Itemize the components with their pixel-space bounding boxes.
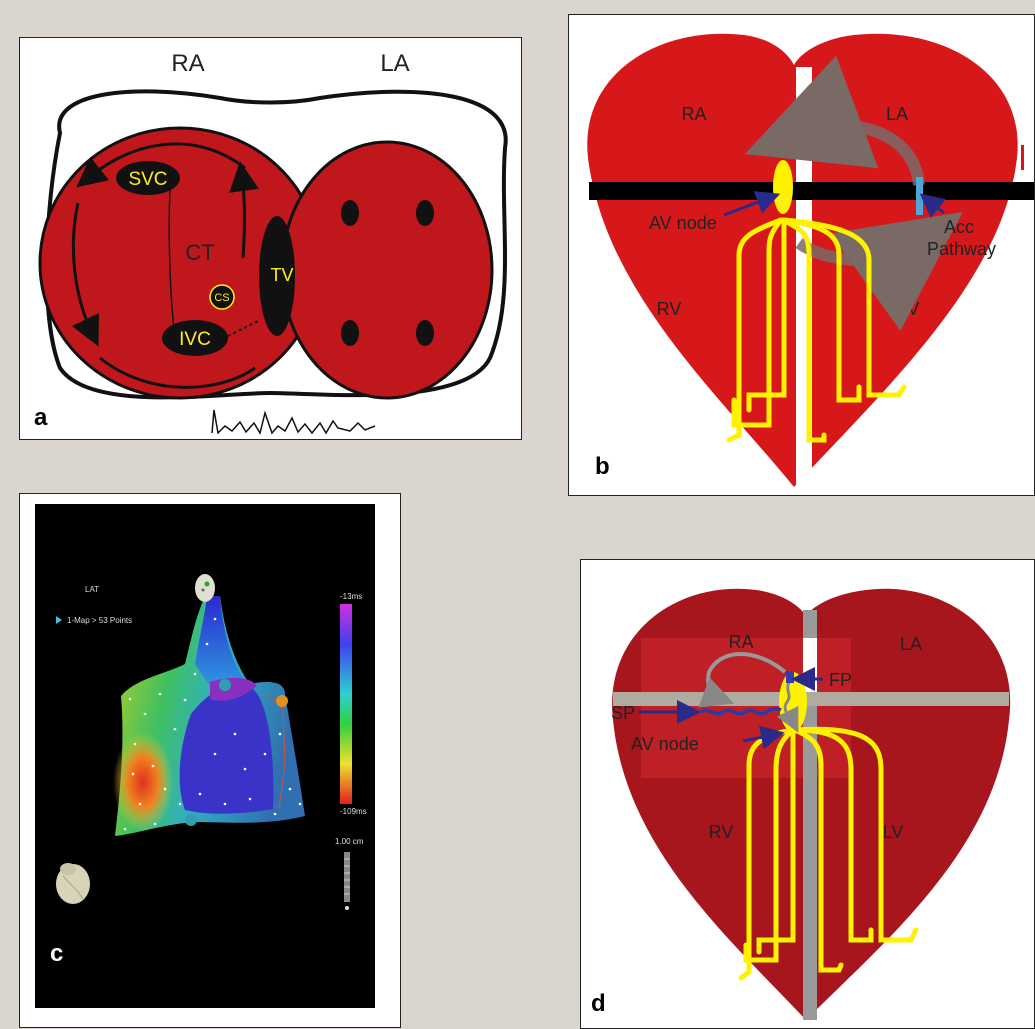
distance-label: 1.00 cm: [335, 837, 364, 846]
scale-top-label: -13ms: [340, 592, 362, 601]
panel-letter-d: d: [591, 990, 606, 1018]
lv-label: LV: [883, 822, 904, 842]
atria-diagram: RA LA SVC CT TV CS IVC: [20, 38, 522, 440]
fast-pathway: [786, 671, 794, 683]
av-node-label: AV node: [649, 213, 717, 233]
av-groove: [589, 182, 1035, 200]
cs-label: CS: [214, 292, 229, 304]
ra-label: RA: [728, 632, 753, 652]
fp-label: FP: [829, 670, 852, 690]
ecg-trace: [212, 410, 375, 433]
wpw-heart-diagram: RA LA RV LV AV node Acc Pathway: [569, 15, 1035, 496]
map-info-label: 1-Map > 53 Points: [67, 616, 132, 625]
marker-orange: [276, 695, 288, 707]
pulmonary-vein: [341, 200, 359, 226]
avnrt-heart-diagram: RA LA RV LV FP SP AV node: [581, 560, 1035, 1029]
la-label: LA: [380, 50, 409, 77]
ra-label: RA: [681, 104, 706, 124]
marker-cyan: [185, 814, 197, 826]
lat-label: LAT: [85, 585, 99, 594]
accessory-pathway: [916, 177, 923, 215]
orientation-heart-icon: [56, 863, 90, 904]
acc-pathway-label-line2: Pathway: [927, 239, 996, 259]
ra-label: RA: [171, 50, 204, 77]
rv-label: RV: [709, 822, 734, 842]
acc-pathway-label-line1: Acc: [944, 217, 974, 237]
ep-map-screen: LAT 1-Map > 53 Points -13ms -109ms 1.00 …: [35, 504, 375, 1008]
panel-letter-b: b: [595, 453, 610, 481]
av-node: [773, 160, 793, 214]
marker-cyan: [219, 679, 231, 691]
svc-label: SVC: [128, 169, 167, 190]
rv-label: RV: [657, 299, 682, 319]
lv-label: LV: [899, 299, 920, 319]
activation-map-svg: LAT 1-Map > 53 Points -13ms -109ms 1.00 …: [35, 504, 375, 1008]
panel-d: RA LA RV LV FP SP AV node d: [580, 559, 1035, 1029]
la-label: LA: [886, 104, 908, 124]
pulmonary-vein: [341, 320, 359, 346]
catheter-tip: [195, 574, 215, 602]
panel-letter-a: a: [34, 404, 47, 432]
la-label: LA: [900, 634, 922, 654]
panel-c: LAT 1-Map > 53 Points -13ms -109ms 1.00 …: [19, 493, 401, 1028]
ivc-label: IVC: [179, 329, 211, 350]
panel-a: RA LA SVC CT TV CS IVC a: [19, 37, 522, 440]
av-plane-bar: [613, 692, 1009, 706]
tv-label: TV: [270, 265, 293, 285]
pulmonary-vein: [416, 200, 434, 226]
sp-label: SP: [611, 703, 635, 723]
color-scale-bar: [340, 604, 352, 804]
ct-label: CT: [185, 240, 214, 265]
scale-bottom-label: -109ms: [340, 807, 367, 816]
panel-letter-c: c: [50, 940, 63, 968]
panel-b: RA LA RV LV AV node Acc Pathway b: [568, 14, 1035, 496]
av-node-label: AV node: [631, 734, 699, 754]
left-atrium: [282, 142, 492, 398]
pulmonary-vein: [416, 320, 434, 346]
